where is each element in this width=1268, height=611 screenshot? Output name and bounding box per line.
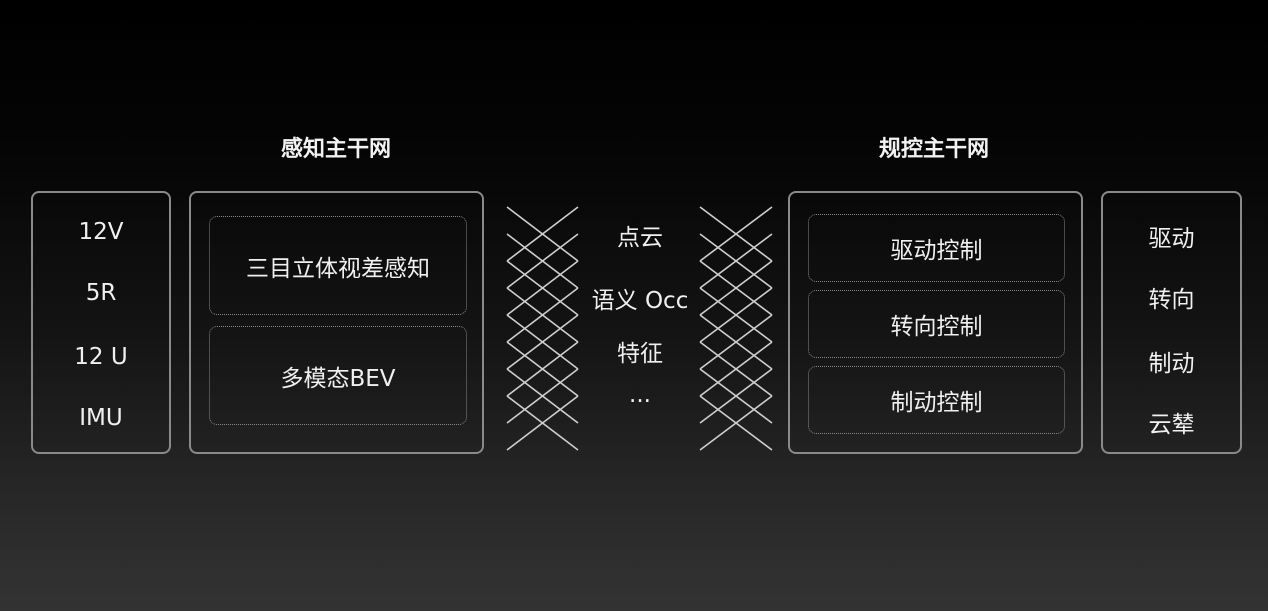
perception-backbone-title: 感知主干网 <box>280 137 391 162</box>
right-connection-line <box>699 395 773 451</box>
right-connection-line <box>699 341 773 397</box>
control-box: 驱动控制 转向控制 制动控制 <box>788 191 1083 454</box>
right-connection-line <box>699 233 773 289</box>
actuators-box: 驱动 转向 制动 云辇 <box>1101 191 1242 454</box>
left-connection-line <box>506 260 579 316</box>
left-connection-line <box>506 233 579 289</box>
drive-control-module: 驱动控制 <box>808 214 1065 282</box>
sensor-12v: 12V <box>78 219 124 245</box>
sensor-12u: 12 U <box>74 344 128 370</box>
left-connection-line <box>506 368 579 424</box>
planning-backbone-title: 规控主干网 <box>878 137 989 162</box>
steering-control-module: 转向控制 <box>808 290 1065 358</box>
stereo-perception-module: 三目立体视差感知 <box>209 216 467 315</box>
actuator-brake: 制动 <box>1148 351 1195 377</box>
multimodal-bev-module: 多模态BEV <box>209 326 467 425</box>
perception-box: 三目立体视差感知 多模态BEV <box>189 191 484 454</box>
right-connection-line <box>699 260 773 316</box>
sensor-5r: 5R <box>85 280 117 306</box>
left-connection-line <box>506 287 579 343</box>
left-connection-line <box>506 341 579 397</box>
brake-control-module: 制动控制 <box>808 366 1065 434</box>
intermediate-semantic-occ: 语义 Occ <box>591 288 689 314</box>
left-connection-line <box>506 206 579 262</box>
actuator-steering: 转向 <box>1148 287 1195 313</box>
right-connection-line <box>699 287 773 343</box>
right-connection-line <box>699 314 773 370</box>
intermediate-features: 特征 <box>617 341 663 367</box>
actuator-drive: 驱动 <box>1148 226 1195 252</box>
right-connection-line <box>699 368 773 424</box>
sensors-box: 12V 5R 12 U IMU <box>31 191 171 454</box>
left-connection-line <box>506 314 579 370</box>
actuator-suspension: 云辇 <box>1148 412 1195 438</box>
sensor-imu: IMU <box>79 405 123 431</box>
intermediate-pointcloud: 点云 <box>617 225 663 251</box>
right-connection-line <box>699 206 773 262</box>
intermediate-ellipsis: ... <box>629 382 651 408</box>
left-connection-line <box>506 395 579 451</box>
